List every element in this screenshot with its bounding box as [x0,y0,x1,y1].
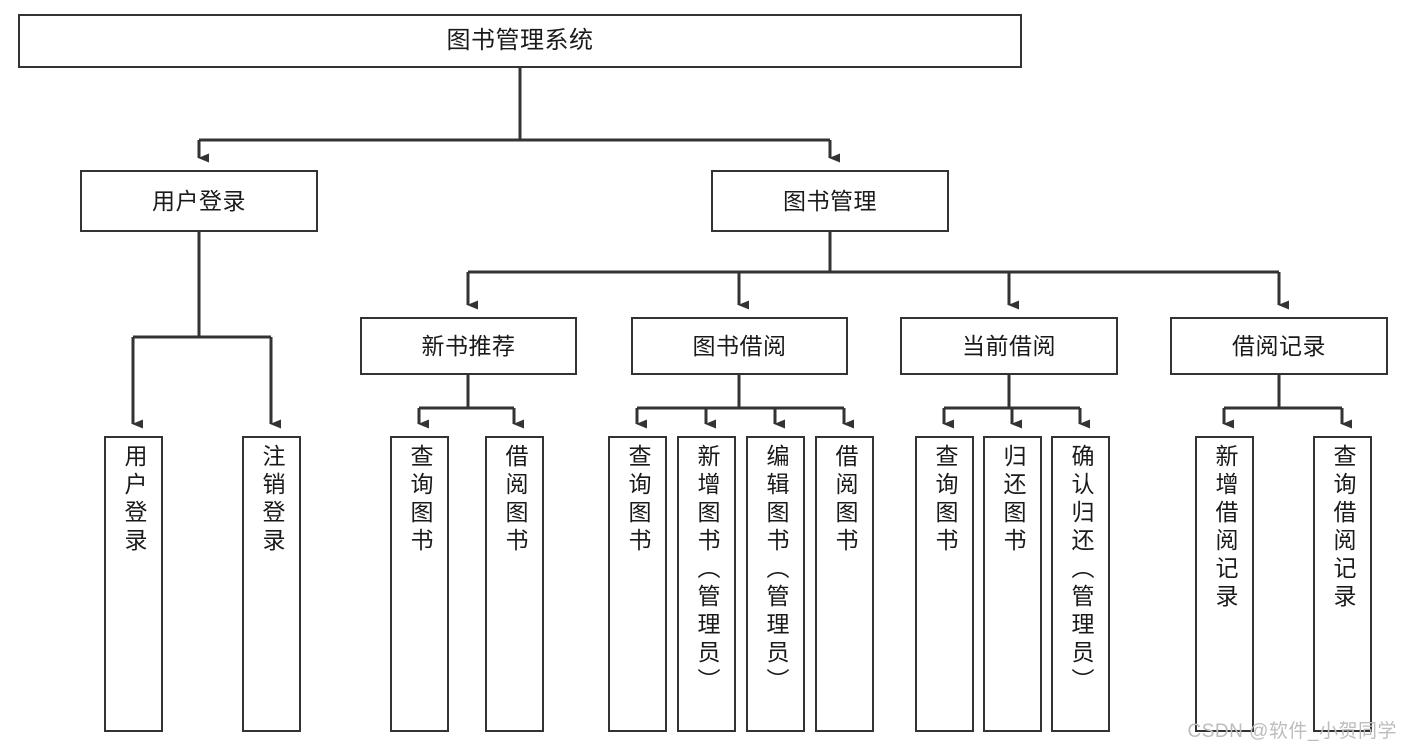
leaf-record-query-record[interactable]: 查询借阅记录 [1313,436,1372,732]
node-label: 新书推荐 [421,332,516,359]
leaf-current-query-book[interactable]: 查询图书 [915,436,974,732]
node-label: 图书管理 [783,187,877,214]
leaf-borrow-borrow-book[interactable]: 借阅图书 [815,436,874,732]
node-label: 编辑图书（管理员） [763,444,789,696]
node-label: 借阅图书 [832,444,858,556]
node-label: 图书借阅 [692,332,787,359]
node-label: 查询图书 [625,444,651,556]
node-label: 确认归还（管理员） [1068,444,1094,696]
leaf-new-book-borrow-book[interactable]: 借阅图书 [485,436,544,732]
node-label: 查询图书 [932,444,958,556]
node-label: 图书管理系统 [446,27,594,55]
leaf-current-confirm-return-admin[interactable]: 确认归还（管理员） [1051,436,1110,732]
node-book-borrow[interactable]: 图书借阅 [631,317,848,375]
node-book-management[interactable]: 图书管理 [711,170,949,232]
node-current-borrow[interactable]: 当前借阅 [900,317,1118,375]
node-user-login[interactable]: 用户登录 [80,170,318,232]
node-new-book-recommend[interactable]: 新书推荐 [360,317,577,375]
leaf-user-login-do-login[interactable]: 用户登录 [104,436,163,732]
node-label: 用户登录 [152,187,246,214]
node-label: 用户登录 [121,444,147,556]
node-root-book-management-system[interactable]: 图书管理系统 [18,14,1022,68]
leaf-borrow-query-book[interactable]: 查询图书 [608,436,667,732]
node-label: 新增借阅记录 [1212,444,1238,612]
leaf-user-login-logout[interactable]: 注销登录 [242,436,301,732]
node-label: 借阅图书 [502,444,528,556]
node-label: 查询借阅记录 [1330,444,1356,612]
leaf-record-add-record[interactable]: 新增借阅记录 [1195,436,1254,732]
node-label: 借阅记录 [1232,332,1326,359]
leaf-borrow-add-book-admin[interactable]: 新增图书（管理员） [677,436,736,732]
node-label: 注销登录 [259,444,285,556]
node-label: 新增图书（管理员） [694,444,720,696]
leaf-new-book-query-book[interactable]: 查询图书 [390,436,449,732]
node-label: 归还图书 [1000,444,1026,556]
node-label: 查询图书 [407,444,433,556]
node-label: 当前借阅 [962,332,1056,359]
leaf-borrow-edit-book-admin[interactable]: 编辑图书（管理员） [746,436,805,732]
leaf-current-return-book[interactable]: 归还图书 [983,436,1042,732]
node-borrow-record[interactable]: 借阅记录 [1170,317,1388,375]
